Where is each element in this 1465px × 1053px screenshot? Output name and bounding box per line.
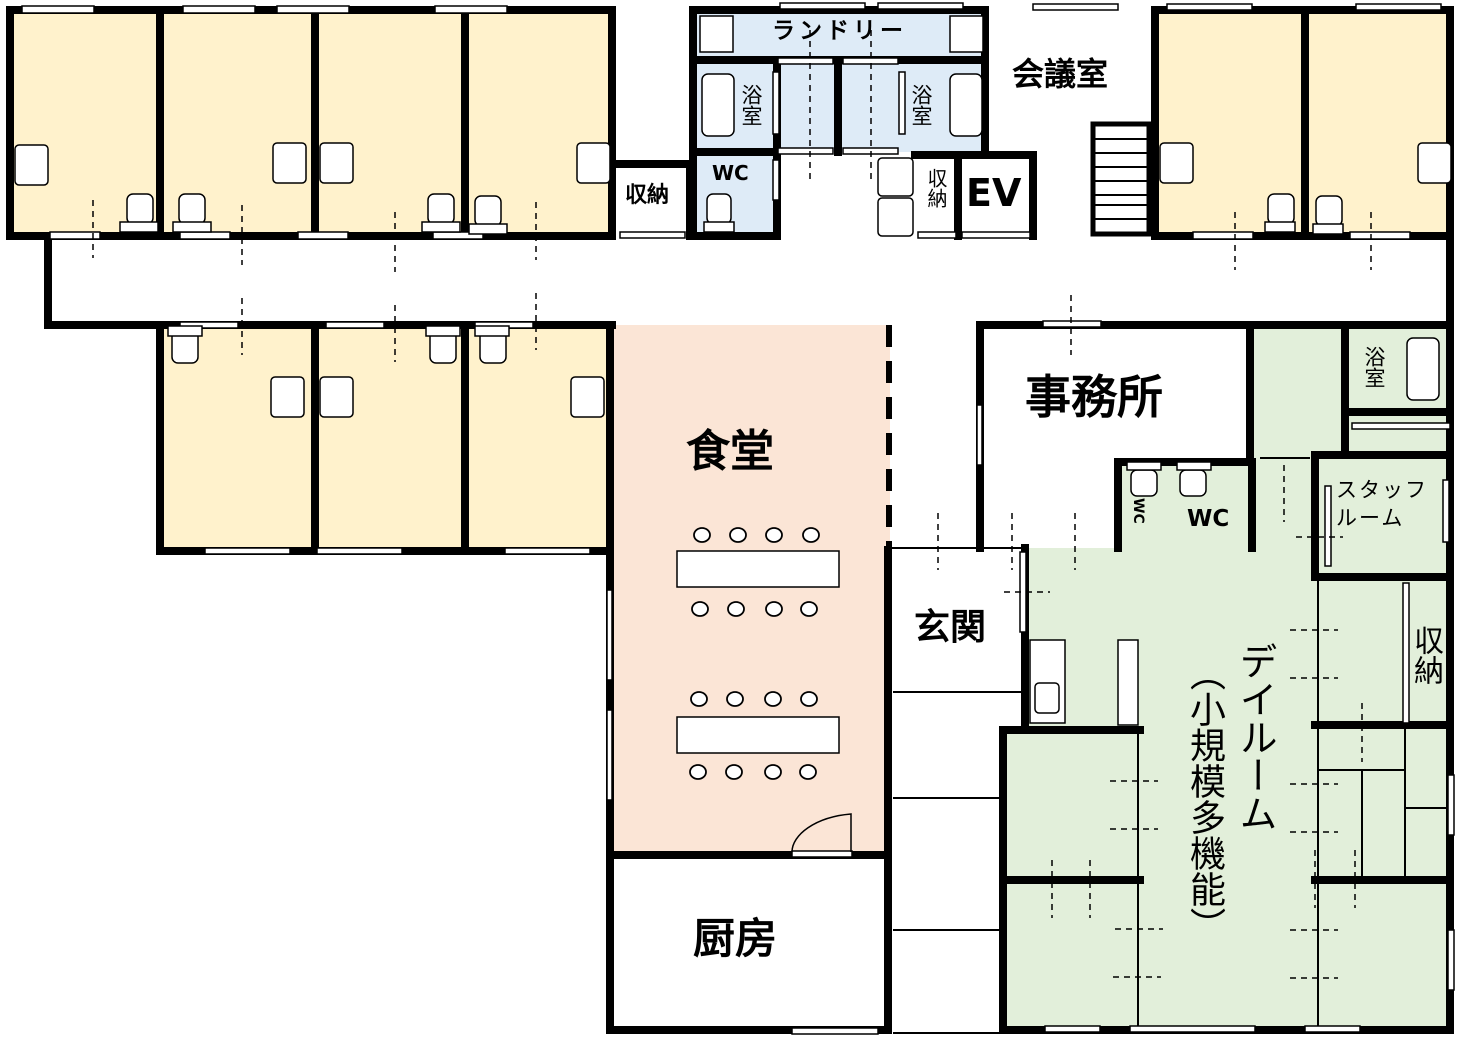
room-label-elevator: EV [966,171,1022,215]
chair-icon [570,376,605,418]
room-fills [10,10,1450,1028]
chair-icon [14,144,49,186]
bathtub-icon [1406,337,1440,401]
room-label-storage-ev: 収納 [924,168,948,208]
sink-icon [1034,682,1060,714]
dining-table [676,716,840,754]
chair-icon [877,157,914,197]
bathtub-icon [949,73,983,137]
resident-room-fill [160,325,610,551]
room-label-wc-east: WC [1187,506,1230,532]
chair-icon [272,142,307,184]
room-label-staff-room-line1: スタッフ [1336,478,1428,502]
room-label-laundry: ランドリー [772,18,907,44]
bathtub-icon [701,73,735,137]
room-label-office: 事務所 [1025,370,1163,424]
door-markers [92,30,1372,979]
dayroom-fill [1025,548,1450,1028]
chair-icon [1417,142,1452,184]
door-swing-icon [791,813,852,853]
room-label-dayroom: デイルーム [1233,642,1277,832]
windows [21,2,1455,1035]
room-label-dayroom-sub: （小規模多機能） [1184,655,1225,943]
toilet-icon [119,193,1344,497]
washer-icon [699,15,734,53]
room-label-wc-small: WC [1130,498,1146,524]
dining-chairs [689,527,820,780]
thin-lines [890,457,1450,1034]
room-label-entrance: 玄関 [914,607,987,648]
fixtures [14,15,1452,754]
chair-icon [1159,142,1194,184]
room-label-storage-east: 収納 [1408,625,1443,685]
room-label-kitchen: 厨房 [693,914,778,963]
chair-icon [319,376,354,418]
chair-icon [576,142,611,184]
room-label-wc-top: WC [712,161,749,185]
dining-table [676,550,840,588]
room-label-storage-top-left: 収納 [625,183,670,208]
dining-fill [612,325,890,855]
stairs-icon [1090,121,1152,237]
room-label-bath-right: 浴室 [909,84,933,126]
room-label-staff-room-line2: ルーム [1336,506,1405,530]
room-label-bath-left: 浴室 [739,84,763,126]
washer-icon [949,15,984,53]
room-label-dining-hall: 食堂 [686,426,774,477]
chair-icon [319,142,354,184]
chair-icon [877,197,914,237]
room-label-meeting-room: 会議室 [1012,55,1109,93]
chair-icon [270,376,305,418]
room-label-bath-east: 浴室 [1362,346,1386,388]
